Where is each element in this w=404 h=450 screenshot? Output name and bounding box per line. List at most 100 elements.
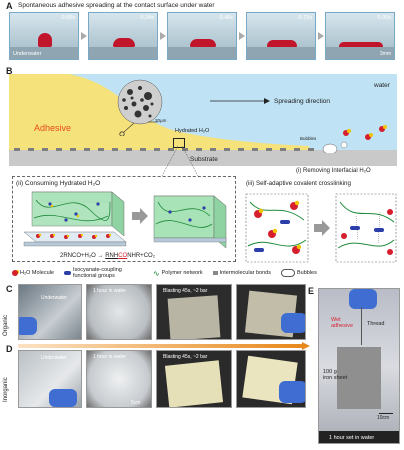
glove-hand-e (349, 289, 377, 309)
intermolecular-bond (14, 148, 20, 151)
organic-label: Organic (3, 314, 9, 336)
adhesive-droplet (267, 40, 297, 47)
thread (361, 307, 362, 345)
organic-underwater-label: Underwater (41, 295, 67, 301)
intermolecular-bond (224, 148, 230, 151)
water-label: water (374, 82, 390, 89)
droplet-frame: 0.48s (167, 12, 237, 60)
frame-time: 5.00s (377, 15, 391, 21)
intermolecular-bond (140, 148, 146, 151)
glove-hand-2 (281, 313, 305, 333)
panel-c-label: C (6, 284, 13, 294)
micrograph-scale: 20μm (155, 118, 167, 123)
consuming-box (12, 176, 236, 262)
panel-a-title: Spontaneous adhesive spreading at the co… (18, 2, 215, 9)
network-schematics (23, 191, 227, 249)
intermolecular-bond (182, 148, 188, 151)
frame-substrate (10, 47, 78, 59)
interface-bubbles (322, 125, 387, 153)
reaction-reactants: 2RNCO+H₂O (60, 253, 96, 259)
legend-intermolecular: Intermolecular bonds (212, 270, 271, 276)
glove-hand-4 (279, 381, 305, 403)
iron-sheet (337, 347, 381, 409)
e-caption: 1 hour set in water (329, 435, 375, 441)
substrate-label: Substrate (190, 156, 218, 163)
intermolecular-bond (168, 148, 174, 151)
inorganic-label: Inorganic (3, 377, 9, 402)
hydrated-label: Hydrated H₂O (175, 128, 210, 134)
intermolecular-bond (42, 148, 48, 151)
reaction-co: CO (118, 253, 128, 259)
frame-arrow (81, 32, 87, 40)
wet-adhesive-label: Wet adhesive (331, 317, 354, 329)
adhesive-droplet (38, 33, 52, 47)
frame-substrate (168, 47, 236, 59)
hydrated-box (173, 138, 185, 148)
droplet-frame: 0.24s (88, 12, 158, 60)
thread-label: Thread (367, 321, 385, 327)
intermolecular-bond (56, 148, 62, 151)
adhesive-label: Adhesive (34, 123, 72, 133)
polymer-network-icon: ∿ (152, 268, 160, 278)
legend-polymer: ∿ Polymer network (153, 269, 203, 278)
panel-d-label: D (6, 344, 13, 354)
hanging-test-photo: Wet adhesive Thread 100 g iron sheet 10c… (318, 288, 400, 444)
inorganic-hour-photo: 1 hour in water 5cm (86, 350, 152, 408)
tile-plate (164, 360, 224, 407)
intermolecular-bond (294, 148, 300, 151)
substrate (9, 150, 397, 166)
legend: H₂O Molecule Isocyanate-coupling functio… (12, 267, 397, 279)
organic-underwater-photo: Underwater (18, 284, 82, 340)
inorganic-underwater-label: Underwater (41, 355, 67, 361)
legend-h2o-label: H₂O Molecule (20, 270, 54, 276)
micrograph (117, 79, 163, 136)
intermolecular-bond (154, 148, 160, 151)
panel-a-label: A (6, 1, 13, 11)
organic-result-photo (236, 284, 306, 340)
intermolecular-bond-icon (212, 271, 218, 275)
removing-label: (i) Removing Interfacial H₂O (296, 168, 371, 174)
intermolecular-bond (98, 148, 104, 151)
intermolecular-bond (70, 148, 76, 151)
intermolecular-bond (280, 148, 286, 151)
coated-plate (167, 295, 221, 339)
glove-hand (19, 317, 37, 335)
organic-blasting-photo: Blasting 45s, ~2 bar (156, 284, 232, 340)
intermolecular-bond (252, 148, 258, 151)
reaction-rnh: RNH (105, 253, 119, 259)
legend-bubbles: Bubbles (280, 269, 317, 277)
intermolecular-bond (266, 148, 272, 151)
organic-hour-label: 1 hour in water (93, 288, 127, 294)
intermolecular-bond (196, 148, 202, 151)
frame-time: 0.48s (219, 15, 233, 21)
intermolecular-bond (238, 148, 244, 151)
adhesive-wedge (9, 74, 309, 150)
spreading-arrow (210, 98, 270, 104)
frame-arrow (239, 32, 245, 40)
frame-substrate (247, 47, 315, 59)
inorganic-blasting-label: Blasting 45s, ~2 bar (163, 354, 208, 360)
panel-b-label: B (6, 66, 13, 76)
legend-h2o: H₂O Molecule (12, 270, 54, 276)
crosslinking-schematic (245, 193, 397, 263)
spreading-label: Spreading direction (274, 98, 331, 105)
e-caption-bar (319, 431, 399, 443)
legend-intermolecular-label: Intermolecular bonds (219, 270, 271, 276)
intermolecular-bond (112, 148, 118, 151)
h2o-molecule-icon (12, 270, 18, 276)
e-scale-label: 10cm (377, 415, 390, 421)
frame-label: Underwater (13, 51, 42, 57)
adhesive-droplet (113, 38, 135, 47)
frame-time: 0.00s (61, 15, 75, 21)
adhesive-droplet (190, 39, 216, 47)
reaction-arrow: → (97, 253, 104, 259)
frame-time: 0.72s (298, 15, 312, 21)
frame-substrate (326, 47, 394, 59)
reaction-products: NHR+CO₂ (127, 253, 156, 259)
zoom-lines (161, 145, 199, 177)
consuming-label: (ii) Consuming Hydrated H₂O (16, 180, 101, 187)
glove-hand-3 (49, 389, 77, 407)
intermolecular-bond (126, 148, 132, 151)
